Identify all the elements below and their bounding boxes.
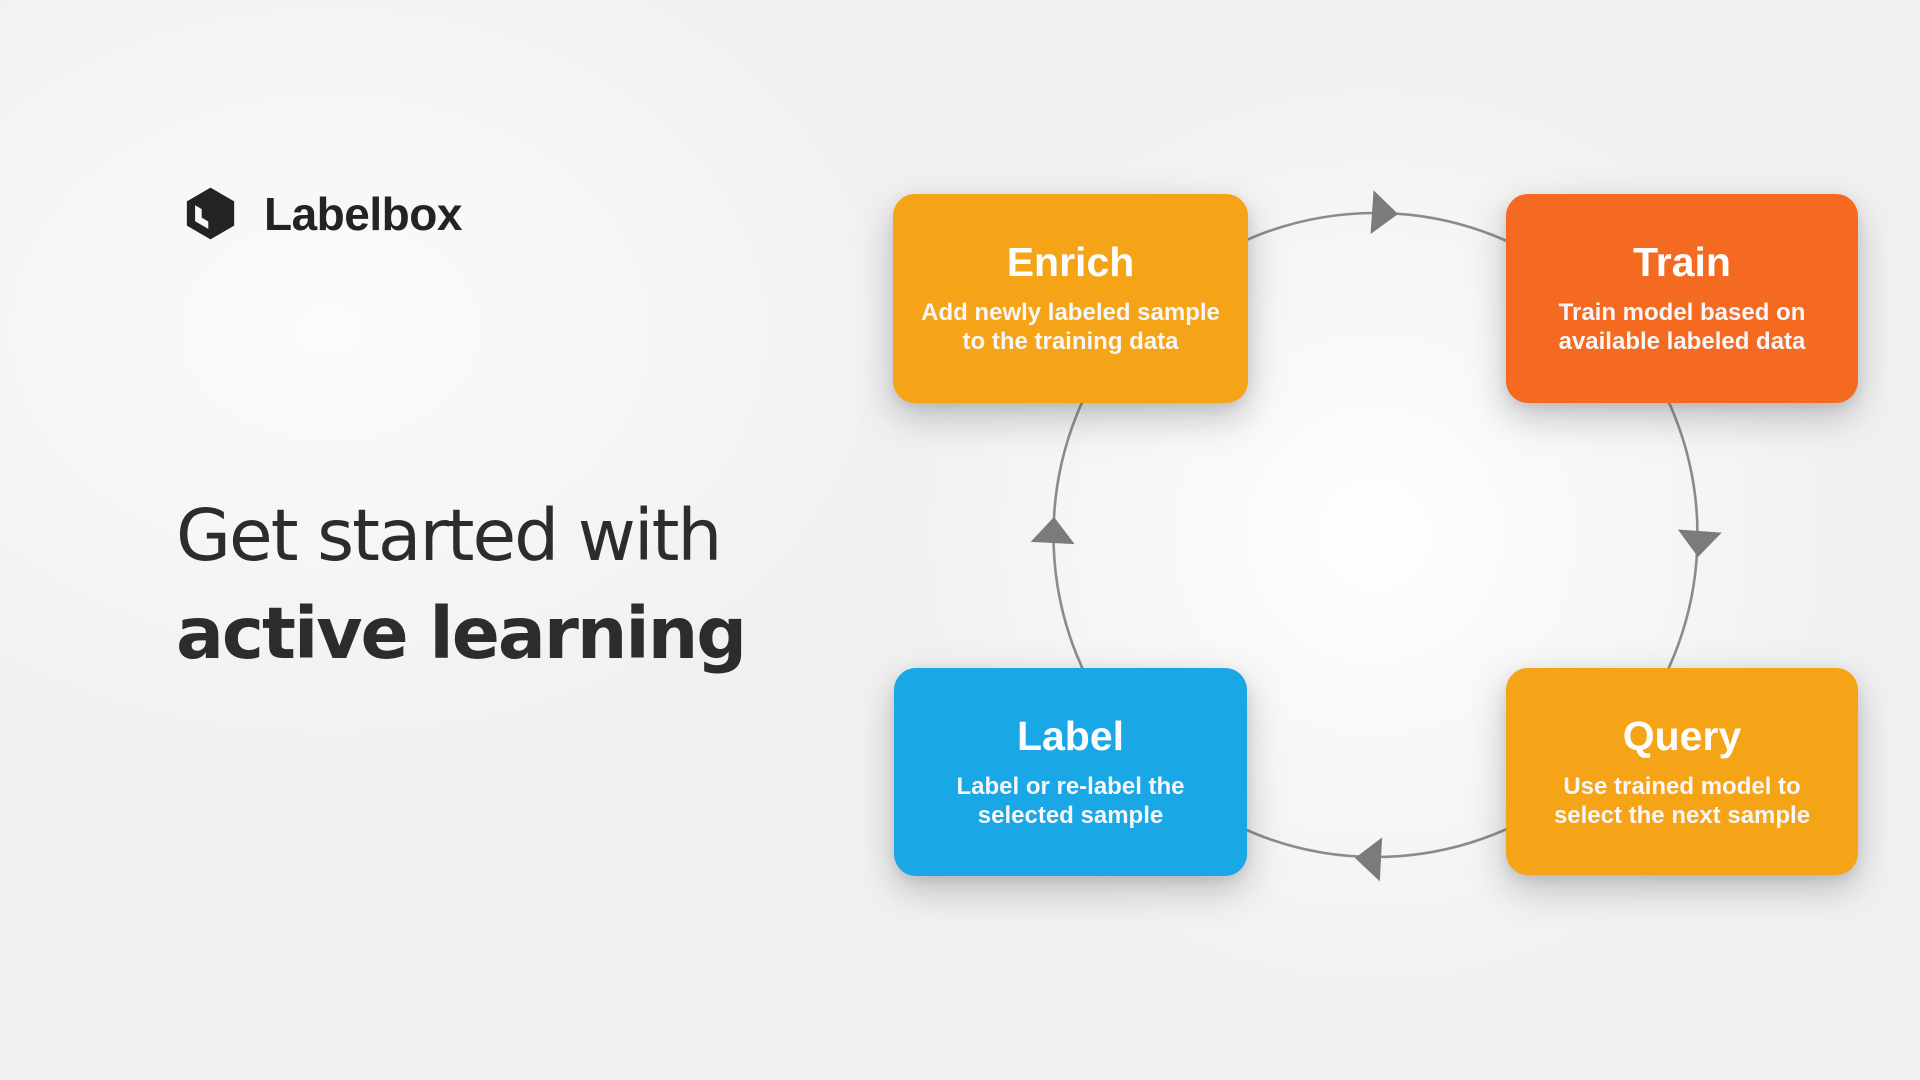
node-label-desc-line2: selected sample xyxy=(977,802,1164,830)
headline-line1: Get started with xyxy=(176,494,722,577)
node-enrich-title: Enrich xyxy=(1006,239,1135,285)
node-train-desc-line1: Train model based on xyxy=(1558,299,1806,327)
node-query-desc-line1: Use trained model to xyxy=(1563,773,1801,801)
labelbox-cube-icon xyxy=(186,187,235,240)
flow-arrow-train-to-query xyxy=(1677,529,1722,557)
logo: Labelbox xyxy=(183,184,462,243)
node-enrich-desc-line2: to the training data xyxy=(962,328,1179,356)
node-query-title: Query xyxy=(1622,713,1742,759)
node-train-title: Train xyxy=(1633,239,1731,285)
flow-arrow-enrich-to-train xyxy=(1370,190,1398,235)
node-train-desc-line2: available labeled data xyxy=(1558,328,1806,356)
node-label-description: Label or re-label the selected sample xyxy=(911,772,1231,830)
node-query-desc-line2: select the next sample xyxy=(1553,802,1811,830)
node-label: Label Label or re-label the selected sam… xyxy=(894,668,1247,876)
logo-wordmark: Labelbox xyxy=(264,187,462,240)
node-label-desc-line1: Label or re-label the xyxy=(956,773,1185,801)
node-train: Train Train model based on available lab… xyxy=(1506,194,1858,403)
flow-arrow-label-to-enrich xyxy=(1030,517,1075,545)
node-enrich-description: Add newly labeled sample to the training… xyxy=(911,298,1231,356)
node-query-description: Use trained model to select the next sam… xyxy=(1522,772,1842,830)
node-label-title: Label xyxy=(1016,713,1125,759)
page-title: Get started with active learning xyxy=(176,487,747,683)
flow-arrow-query-to-label xyxy=(1355,837,1383,882)
headline-line2: active learning xyxy=(176,592,747,675)
node-query: Query Use trained model to select the ne… xyxy=(1506,668,1858,875)
node-enrich-desc-line1: Add newly labeled sample xyxy=(921,299,1220,327)
node-enrich: Enrich Add newly labeled sample to the t… xyxy=(893,194,1248,403)
cycle-graphic xyxy=(1030,190,1722,882)
node-train-description: Train model based on available labeled d… xyxy=(1522,298,1842,356)
